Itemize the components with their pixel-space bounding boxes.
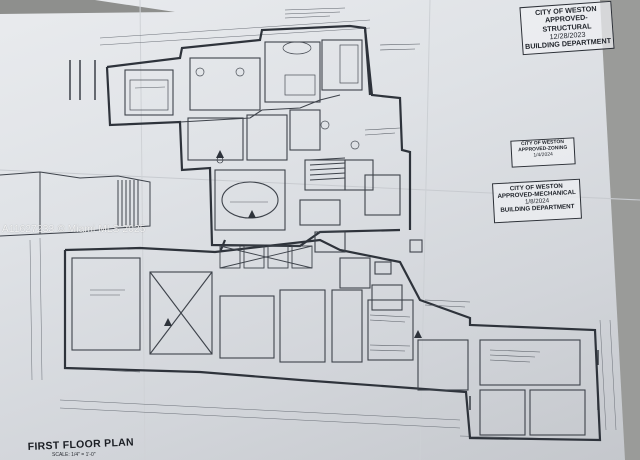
background-top-left (0, 0, 175, 14)
fixtures-upper (129, 41, 360, 150)
window-marks (69, 60, 599, 410)
drawing-scale: SCALE: 1/4" = 1'-0" (52, 452, 96, 458)
mls-watermark: A11627233 © Miami MLS 2025 (2, 224, 146, 235)
left-covered-area (0, 171, 151, 237)
approval-stamp-mechanical: CITY OF WESTON APPROVED-MECHANICAL 1/8/2… (492, 178, 582, 224)
north-arrow-icon (164, 150, 422, 338)
approval-stamp-structural: CITY OF WESTON APPROVED-STRUCTURAL 12/28… (519, 0, 615, 56)
annotation-notes (90, 7, 541, 373)
background-right (600, 0, 640, 460)
interior-walls-upper (124, 39, 401, 231)
interior-walls-lower (71, 231, 586, 436)
exterior-walls-upper (105, 24, 412, 248)
approval-stamp-zoning: CITY OF WESTON APPROVED-ZONING 1/4/2024 (510, 137, 576, 168)
paper-fold (139, 0, 146, 460)
lanai-columns (219, 245, 313, 269)
paper-fold (419, 0, 431, 460)
